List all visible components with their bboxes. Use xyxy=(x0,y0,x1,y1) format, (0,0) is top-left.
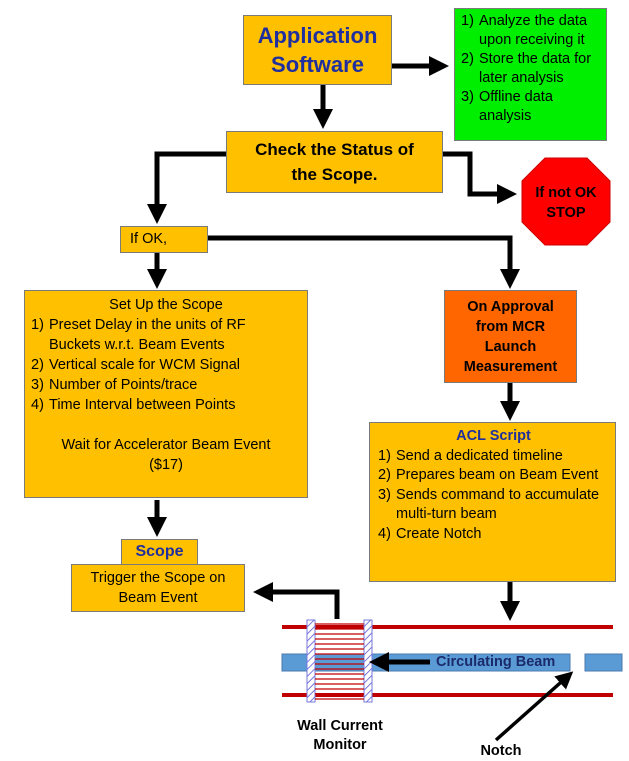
setup-item: 1)Preset Delay in the units of RF Bucket… xyxy=(31,317,246,353)
analysis-box: 1)Analyze the data upon receiving it 2)S… xyxy=(454,8,607,141)
acl-item: 1)Send a dedicated timeline xyxy=(378,447,563,464)
setup-wait-text: Wait for Accelerator Beam Event ($17) xyxy=(61,437,271,473)
notch-label: Notch xyxy=(480,743,522,759)
setup-item: 4)Time Interval between Points xyxy=(31,397,236,413)
trigger-box: Trigger the Scope on Beam Event xyxy=(71,564,245,612)
application-software-box: Application Software xyxy=(243,15,392,85)
wcm-hatch-left xyxy=(306,619,316,703)
acl-item: 3)Sends command to accumulate multi-turn… xyxy=(378,486,600,523)
stop-line2: STOP xyxy=(546,205,586,221)
circulating-beam-label: Circulating Beam xyxy=(436,654,556,670)
acl-script-box: ACL Script 1)Send a dedicated timeline 2… xyxy=(369,422,616,582)
check-status-line2: the Scope. xyxy=(291,165,378,184)
acl-item: 2)Prepares beam on Beam Event xyxy=(378,467,599,483)
app-software-line1: Application xyxy=(257,23,378,48)
stop-sign-text: If not OK STOP xyxy=(522,183,610,223)
analysis-item: 1)Analyze the data upon receiving it xyxy=(461,13,588,48)
arrow-wcm-to-trigger xyxy=(253,582,340,619)
analysis-item: 2)Store the data for later analysis xyxy=(461,51,592,86)
setup-scope-box: Set Up the Scope 1)Preset Delay in the u… xyxy=(24,290,308,498)
arrow-to-approval xyxy=(208,235,520,289)
analysis-item: 3)Offline data analysis xyxy=(461,89,553,124)
approval-box: On Approval from MCR Launch Measurement xyxy=(444,290,577,383)
acl-title: ACL Script xyxy=(456,428,531,444)
scope-label-box: Scope xyxy=(121,539,198,565)
app-software-line2: Software xyxy=(271,52,364,77)
wcm-coil-lines xyxy=(315,623,364,700)
wcm-hatch-right xyxy=(363,619,373,703)
analysis-list: 1)Analyze the data upon receiving it 2)S… xyxy=(461,12,602,126)
check-status-line1: Check the Status of xyxy=(255,140,414,159)
arrow-to-stop xyxy=(443,151,517,204)
setup-item: 2)Vertical scale for WCM Signal xyxy=(31,357,240,373)
if-ok-box: If OK, xyxy=(120,226,208,253)
setup-item: 3)Number of Points/trace xyxy=(31,377,198,393)
stop-octagon xyxy=(521,157,611,246)
notch-pointer-arrow xyxy=(494,671,574,742)
setup-title: Set Up the Scope xyxy=(109,297,223,313)
acl-item: 4)Create Notch xyxy=(378,525,482,542)
arrow-to-if-ok xyxy=(147,151,226,224)
stop-line1: If not OK xyxy=(535,185,597,201)
acl-list: 1)Send a dedicated timeline 2)Prepares b… xyxy=(378,447,609,545)
check-status-box: Check the Status of the Scope. xyxy=(226,131,443,193)
scope-label: Scope xyxy=(135,543,184,560)
if-ok-label: If OK, xyxy=(130,231,168,247)
wcm-label: Wall Current Monitor xyxy=(297,718,383,753)
beam-segment-after-notch xyxy=(584,653,623,672)
setup-list: 1)Preset Delay in the units of RF Bucket… xyxy=(31,315,301,415)
